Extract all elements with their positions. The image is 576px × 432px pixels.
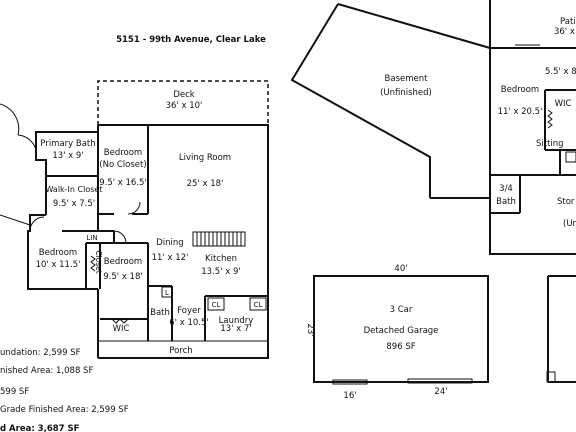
- lin-label: LIN: [86, 234, 97, 242]
- area-summary: undation: 2,599 SF nished Area: 1,088 SF…: [0, 348, 129, 432]
- bedroom-mid-size: 9.5' x 18': [103, 272, 142, 282]
- patio-label: Pati: [560, 17, 576, 27]
- bedroom-no-closet-note: (No Closet): [99, 160, 146, 170]
- summary-line-1: undation: 2,599 SF: [0, 348, 81, 358]
- kitchen-label: Kitchen: [205, 254, 237, 264]
- living-room-label: Living Room: [179, 153, 231, 163]
- bedroom-lower-size: 11' x 20.5': [498, 107, 543, 117]
- summary-line-4: Grade Finished Area: 2,599 SF: [0, 405, 129, 415]
- garage-dim-top: 40': [394, 264, 407, 274]
- garage-label: 3 Car: [390, 305, 413, 315]
- dining-size: 11' x 12': [152, 253, 189, 263]
- bedroom-no-closet-label: Bedroom: [104, 148, 142, 158]
- deck-label: Deck: [173, 90, 194, 100]
- garage-dim-bottom-b: 24': [434, 387, 447, 397]
- bedroom-mid-label: Bedroom: [104, 257, 142, 267]
- basement-note: (Unfinished): [380, 88, 432, 98]
- sitting-label: 5.5' x 8: [545, 67, 576, 77]
- cl-label-1: CL: [212, 301, 221, 309]
- storage-label: Stor: [557, 197, 575, 207]
- basement-labels: Basement (Unfinished) Pati 36' x 1 5.5' …: [380, 17, 576, 229]
- main-floor-interior: [0, 103, 268, 341]
- wic-lower-label: WIC: [555, 99, 572, 109]
- storage-sub: (Un: [563, 219, 576, 229]
- foyer-label: Foyer: [177, 306, 201, 316]
- sitting-word: Sitting: [536, 139, 564, 149]
- bath-label: Bath: [150, 308, 170, 318]
- laundry-size: 13' x 7': [220, 324, 251, 334]
- garage-size: 896 SF: [386, 342, 415, 352]
- basement-label: Basement: [385, 74, 429, 84]
- foyer-size: 6' x 10.5': [169, 318, 208, 328]
- l-label: L: [165, 289, 169, 297]
- living-room-size: 25' x 18': [187, 179, 224, 189]
- garage: 40' 23' 16' 24' 3 Car Detached Garage 89…: [305, 264, 576, 401]
- primary-bath-size: 13' x 9': [52, 151, 83, 161]
- main-floor-labels: Primary Bath 13' x 9' Bedroom (No Closet…: [36, 139, 263, 356]
- bedroom-left-label: Bedroom: [39, 248, 77, 258]
- garage-dim-left: 23': [305, 323, 315, 336]
- garage-dim-bottom-a: 16': [343, 391, 356, 401]
- bath-34-sub: Bath: [496, 197, 516, 207]
- cl-label-2: CL: [254, 301, 263, 309]
- summary-line-3: 599 SF: [0, 387, 29, 397]
- patio-size: 36' x 1: [554, 27, 576, 37]
- main-floor-walls: [27, 124, 269, 359]
- walk-in-closet-label: Walk-In Closet: [46, 185, 103, 194]
- laundry-label: Laundry: [219, 316, 254, 326]
- closet-label: Closet: [94, 250, 103, 273]
- basement-walls: [290, 0, 576, 255]
- bedroom-left-size: 10' x 11.5': [36, 260, 81, 270]
- summary-line-2: nished Area: 1,088 SF: [0, 366, 93, 376]
- wic-label: WIC: [113, 324, 130, 334]
- dining-label: Dining: [156, 238, 183, 248]
- garage-sub: Detached Garage: [364, 326, 439, 336]
- bedroom-no-closet-size: 9.5' x 16.5': [99, 178, 147, 188]
- walk-in-closet-size: 9.5' x 7.5': [53, 199, 95, 209]
- summary-line-5: d Area: 3,687 SF: [0, 424, 80, 432]
- porch-label: Porch: [169, 346, 192, 356]
- plan-title: 5151 - 99th Avenue, Clear Lake: [116, 35, 266, 45]
- bedroom-lower-label: Bedroom: [501, 85, 539, 95]
- kitchen-size: 13.5' x 9': [201, 267, 240, 277]
- deck-size: 36' x 10': [166, 101, 203, 111]
- primary-bath-label: Primary Bath: [40, 139, 95, 149]
- bath-34-label: 3/4: [499, 184, 513, 194]
- deck: Deck 36' x 10': [97, 80, 269, 126]
